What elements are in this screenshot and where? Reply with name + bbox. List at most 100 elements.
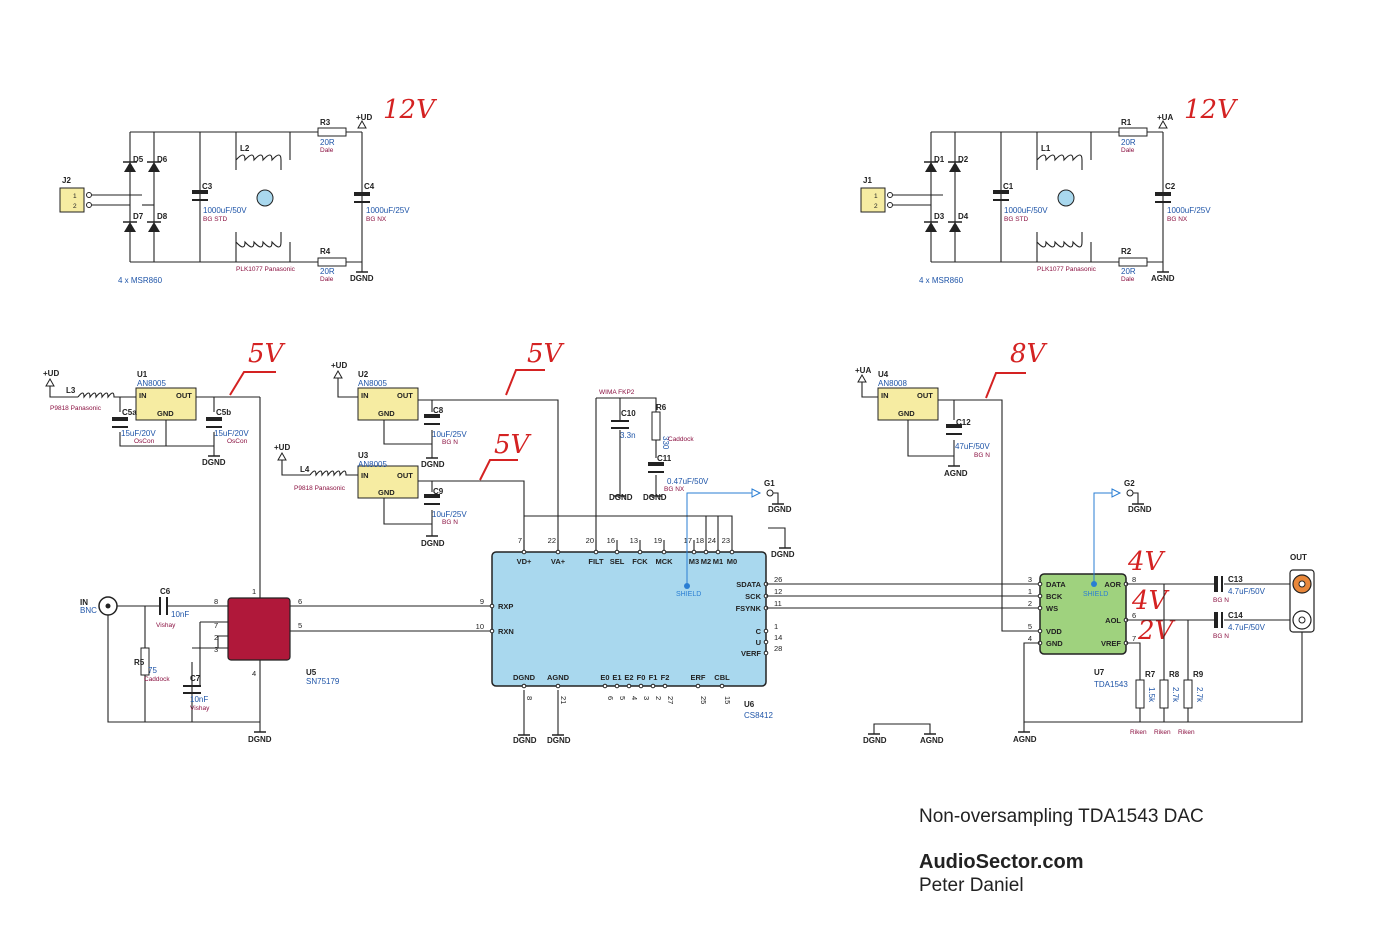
u6-pin-num-4: 4 bbox=[630, 696, 639, 700]
d8-label: D8 bbox=[157, 212, 168, 221]
r4-brand: Dale bbox=[320, 276, 334, 283]
c11-brand: BG NX bbox=[664, 486, 685, 493]
cap-c6 bbox=[159, 597, 168, 615]
cap-c4 bbox=[354, 192, 370, 203]
diodes-note-right: 4 x MSR860 bbox=[919, 276, 964, 285]
u6-pin-num-22: 22 bbox=[548, 536, 556, 545]
u5-pin-4: 4 bbox=[252, 669, 256, 678]
u7-pin-num-6: 6 bbox=[1132, 611, 1136, 620]
u6-pin-c: C bbox=[756, 627, 762, 636]
r1-brand: Dale bbox=[1121, 147, 1135, 154]
d3-label: D3 bbox=[934, 212, 945, 221]
u6-pin-num-12: 12 bbox=[774, 587, 782, 596]
u6-pin-e2: E2 bbox=[624, 673, 633, 682]
u6-pin-num-2: 2 bbox=[654, 696, 663, 700]
u4-gnd-label: AGND bbox=[944, 469, 968, 478]
choke-l1-bottom bbox=[1036, 232, 1083, 248]
u7-pin-ws: WS bbox=[1046, 604, 1058, 613]
u3-ref: U3 bbox=[358, 451, 369, 460]
u6-pin-num-5: 5 bbox=[618, 696, 627, 700]
resistor-r5 bbox=[140, 647, 150, 676]
u6-pin-vd+: VD+ bbox=[517, 557, 532, 566]
r8-label: R8 bbox=[1169, 670, 1180, 679]
cap-c5b bbox=[206, 417, 222, 428]
c4-value: 1000uF/25V bbox=[366, 206, 410, 215]
note-12v-left: 12V bbox=[383, 95, 437, 125]
r2-value: 20R bbox=[1121, 267, 1136, 276]
c14-label: C14 bbox=[1228, 611, 1243, 620]
j1-label: J1 bbox=[863, 176, 872, 185]
c10-label: C10 bbox=[621, 409, 636, 418]
u3-gnd-label: DGND bbox=[421, 539, 445, 548]
u6-pin-fck: FCK bbox=[632, 557, 648, 566]
filt-network: WIMA FKP2 R6 330 Caddock C10 3.3n C11 0.… bbox=[595, 389, 709, 552]
diode-d8 bbox=[147, 221, 161, 232]
u6-pin-e1: E1 bbox=[612, 673, 621, 682]
diode-d6 bbox=[147, 161, 161, 172]
u6-pin-mck: MCK bbox=[655, 557, 673, 566]
u1-rail-label: +UD bbox=[43, 369, 59, 378]
c1-brand: BG STD bbox=[1004, 216, 1029, 223]
r7-label: R7 bbox=[1145, 670, 1156, 679]
d6-label: D6 bbox=[157, 155, 168, 164]
c3-label: C3 bbox=[202, 182, 213, 191]
u6-body bbox=[491, 551, 767, 687]
u6-pin-num-18: 18 bbox=[696, 536, 704, 545]
r9-label: R9 bbox=[1193, 670, 1204, 679]
regulator-u2: +UD U2 AN8005 IN OUT GND C8 10uF/25V BG … bbox=[331, 339, 565, 552]
regulator-u1: +UD L3 P9818 Panasonic U1 AN8005 IN OUT … bbox=[43, 339, 286, 600]
receiver-u5: 8 7 2 3 6 5 1 4 U5 SN75179 bbox=[200, 587, 490, 686]
receiver-u6: 7VD+22VA+20FILT16SEL13FCK19MCK17M318M224… bbox=[476, 488, 1040, 745]
j1-pin2: 2 bbox=[874, 203, 878, 210]
l3-label: L3 bbox=[66, 386, 76, 395]
u6-pin-num-24: 24 bbox=[708, 536, 716, 545]
d4-label: D4 bbox=[958, 212, 969, 221]
r1-value: 20R bbox=[1121, 138, 1136, 147]
u3-rail-label: +UD bbox=[274, 443, 290, 452]
u7-pin-num-7: 7 bbox=[1132, 634, 1136, 643]
r5-brand: Caddock bbox=[144, 676, 170, 683]
diodes-note-left: 4 x MSR860 bbox=[118, 276, 163, 285]
cap-c14 bbox=[1214, 612, 1223, 628]
c5b-brand: OsCon bbox=[227, 438, 248, 445]
resistor-r7 bbox=[1135, 679, 1145, 709]
c8-brand: BG N bbox=[442, 439, 458, 446]
ground-g2: G2 DGND bbox=[1124, 479, 1152, 514]
note-5v-u3: 5V bbox=[494, 430, 532, 460]
u5-ref: U5 bbox=[306, 668, 317, 677]
supply-right: J1 1 2 D1 D2 D3 D4 4 x MSR860 C1 1000uF/… bbox=[860, 95, 1238, 285]
c5a-value: 15uF/20V bbox=[121, 429, 156, 438]
u7-pin-num-5: 5 bbox=[1028, 622, 1032, 631]
c9-brand: BG N bbox=[442, 519, 458, 526]
u6-pin-num-6: 6 bbox=[606, 696, 615, 700]
resistor-r9 bbox=[1183, 679, 1193, 709]
dgnd-label-supply: DGND bbox=[350, 274, 374, 283]
r1-label: R1 bbox=[1121, 118, 1132, 127]
u5-pin-3: 3 bbox=[214, 645, 218, 654]
choke-core-l2 bbox=[256, 189, 274, 207]
r3-label: R3 bbox=[320, 118, 331, 127]
u7-pin-vref: VREF bbox=[1101, 639, 1121, 648]
c4-brand: BG NX bbox=[366, 216, 387, 223]
diode-d1 bbox=[924, 161, 938, 172]
u2-body bbox=[357, 387, 419, 421]
u7-pin-vdd: VDD bbox=[1046, 627, 1062, 636]
u6-pin-f2: F2 bbox=[661, 673, 670, 682]
j2-label: J2 bbox=[62, 176, 71, 185]
u1-pin-in: IN bbox=[139, 391, 147, 400]
diode-d2 bbox=[948, 161, 962, 172]
u6-pin-num-9: 9 bbox=[480, 597, 484, 606]
u6-pin-num-1: 1 bbox=[774, 622, 778, 631]
u6-pin-e0: E0 bbox=[600, 673, 609, 682]
c2-value: 1000uF/25V bbox=[1167, 206, 1211, 215]
r9-value: 2.7k bbox=[1195, 687, 1204, 703]
j2-pin1: 1 bbox=[73, 193, 77, 200]
l3-part: P9818 Panasonic bbox=[50, 405, 102, 412]
schematic-title: Non-oversampling TDA1543 DAC bbox=[919, 806, 1204, 827]
c13-brand: BG N bbox=[1213, 597, 1229, 604]
r6-value: 330 bbox=[661, 436, 670, 450]
cap-c9 bbox=[424, 494, 440, 505]
